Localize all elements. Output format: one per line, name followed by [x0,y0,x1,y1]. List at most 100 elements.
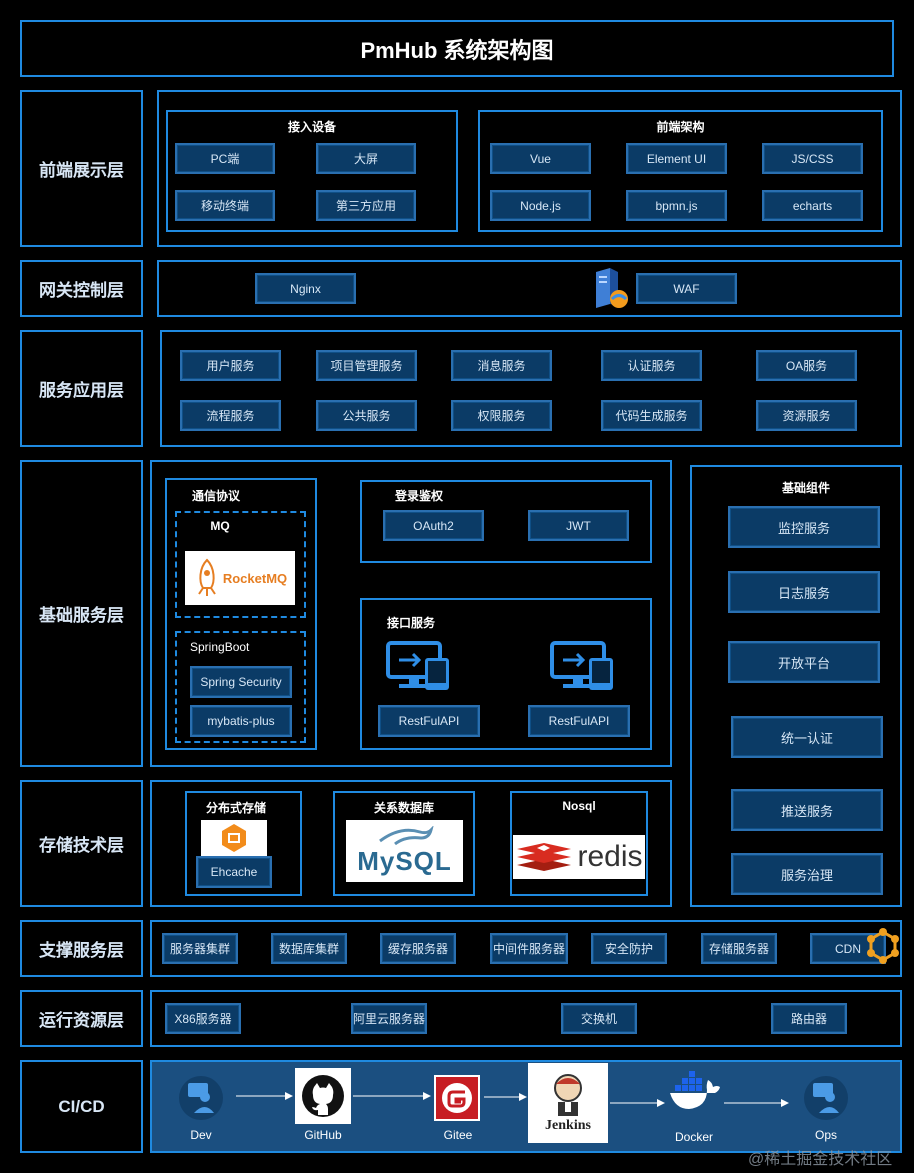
dist-storage-group [185,791,302,896]
docker-whale-icon [670,1071,720,1109]
runtime-panel [150,990,902,1047]
redis-text: redis [577,840,643,873]
arch-echarts: echarts [762,190,863,221]
support-panel [150,920,902,977]
support-db-cluster: 数据库集群 [271,933,347,964]
device-thirdparty: 第三方应用 [316,190,416,221]
service-panel [160,330,902,447]
service-resource: 资源服务 [756,400,857,431]
runtime-x86: X86服务器 [165,1003,241,1034]
mq-title: MQ [210,519,230,533]
github-logo [295,1068,351,1124]
component-monitor: 监控服务 [728,506,880,548]
cicd-flow-arrows [236,1092,789,1107]
service-oa: OA服务 [756,350,857,381]
service-auth: 认证服务 [601,350,702,381]
jenkins-butler-icon [554,1074,582,1116]
component-open-platform: 开放平台 [728,641,880,683]
ehcache-label: Ehcache [196,856,272,888]
runtime-switch: 交换机 [561,1003,637,1034]
service-permission: 权限服务 [451,400,552,431]
springboot-group [175,631,306,743]
arch-vue: Vue [490,143,591,174]
layer-label-frontend: 前端展示层 [20,90,143,247]
jenkins-logo: Jenkins [528,1063,608,1143]
api-service-title: 接口服务 [387,616,436,630]
rocketmq-text: RocketMQ [222,570,288,586]
api-restful-2: RestFulAPI [528,705,630,737]
component-push: 推送服务 [731,789,883,831]
support-middleware-server: 中间件服务器 [490,933,568,964]
layer-label-gateway: 网关控制层 [20,260,143,317]
service-codegen: 代码生成服务 [601,400,702,431]
gitee-icon [442,1083,472,1113]
support-storage-server: 存储服务器 [701,933,777,964]
rdb-group [333,791,475,896]
storage-panel [150,780,672,907]
frontend-arch-group [478,110,883,232]
cicd-docker-label: Docker [674,1130,713,1144]
login-auth-group [360,480,652,563]
gateway-panel [157,260,902,317]
redis-icon [517,843,572,871]
jenkins-text: Jenkins [545,1118,591,1133]
gitee-logo [434,1075,480,1121]
watermark: @稀土掘金技术社区 [748,1151,893,1168]
components-title: 基础组件 [781,481,830,495]
nosql-group [510,791,648,896]
device-mobile: 移动终端 [175,190,275,221]
layer-label-service: 服务应用层 [20,330,143,447]
components-panel [690,465,902,907]
arch-nodejs: Node.js [490,190,591,221]
api-service-group [360,598,652,750]
arch-bpmnjs: bpmn.js [626,190,727,221]
api-monitor-icon [549,640,615,697]
rocketmq-logo: RocketMQ [185,551,295,605]
device-bigscreen: 大屏 [316,143,416,174]
service-common: 公共服务 [316,400,417,431]
dist-storage-title: 分布式存储 [205,801,266,815]
api-restful-1: RestFulAPI [378,705,480,737]
device-pc: PC端 [175,143,275,174]
api-monitor-icon [385,640,451,697]
cicd-panel [150,1060,902,1153]
cicd-gitee-label: Gitee [443,1128,473,1142]
ops-person-icon [803,1073,849,1128]
component-log: 日志服务 [728,571,880,613]
component-unified-auth: 统一认证 [731,716,883,758]
ehcache-icon [222,824,246,852]
page-title: PmHub 系统架构图 [20,20,894,77]
support-cache-server: 缓存服务器 [380,933,456,964]
service-message: 消息服务 [451,350,552,381]
layer-label-base: 基础服务层 [20,460,143,767]
runtime-router: 路由器 [771,1003,847,1034]
mybatis-plus: mybatis-plus [190,705,292,737]
springboot-title: SpringBoot [190,640,250,654]
mq-group [175,511,306,618]
devices-title: 接入设备 [287,120,336,134]
service-flow: 流程服务 [180,400,281,431]
arch-jscss: JS/CSS [762,143,863,174]
ehcache-logo [201,820,267,856]
rdb-title: 关系数据库 [373,801,434,815]
auth-oauth2: OAuth2 [383,510,484,541]
frontend-arch-title: 前端架构 [656,120,705,134]
frontend-panel [157,90,902,247]
firewall-server-icon [592,266,630,310]
cicd-dev-label: Dev [190,1128,212,1142]
service-user: 用户服务 [180,350,281,381]
service-project: 项目管理服务 [316,350,417,381]
rocket-icon [198,558,216,596]
github-icon [302,1075,344,1117]
devices-group [166,110,458,232]
comm-protocol-title: 通信协议 [192,489,241,503]
cicd-ops-label: Ops [814,1128,837,1142]
component-governance: 服务治理 [731,853,883,895]
layer-label-runtime: 运行资源层 [20,990,143,1047]
login-auth-title: 登录鉴权 [395,489,444,503]
arch-elementui: Element UI [626,143,727,174]
nosql-title: Nosql [562,799,596,813]
auth-jwt: JWT [528,510,629,541]
cdn-network-icon [865,928,901,969]
layer-label-support: 支撑服务层 [20,920,143,977]
